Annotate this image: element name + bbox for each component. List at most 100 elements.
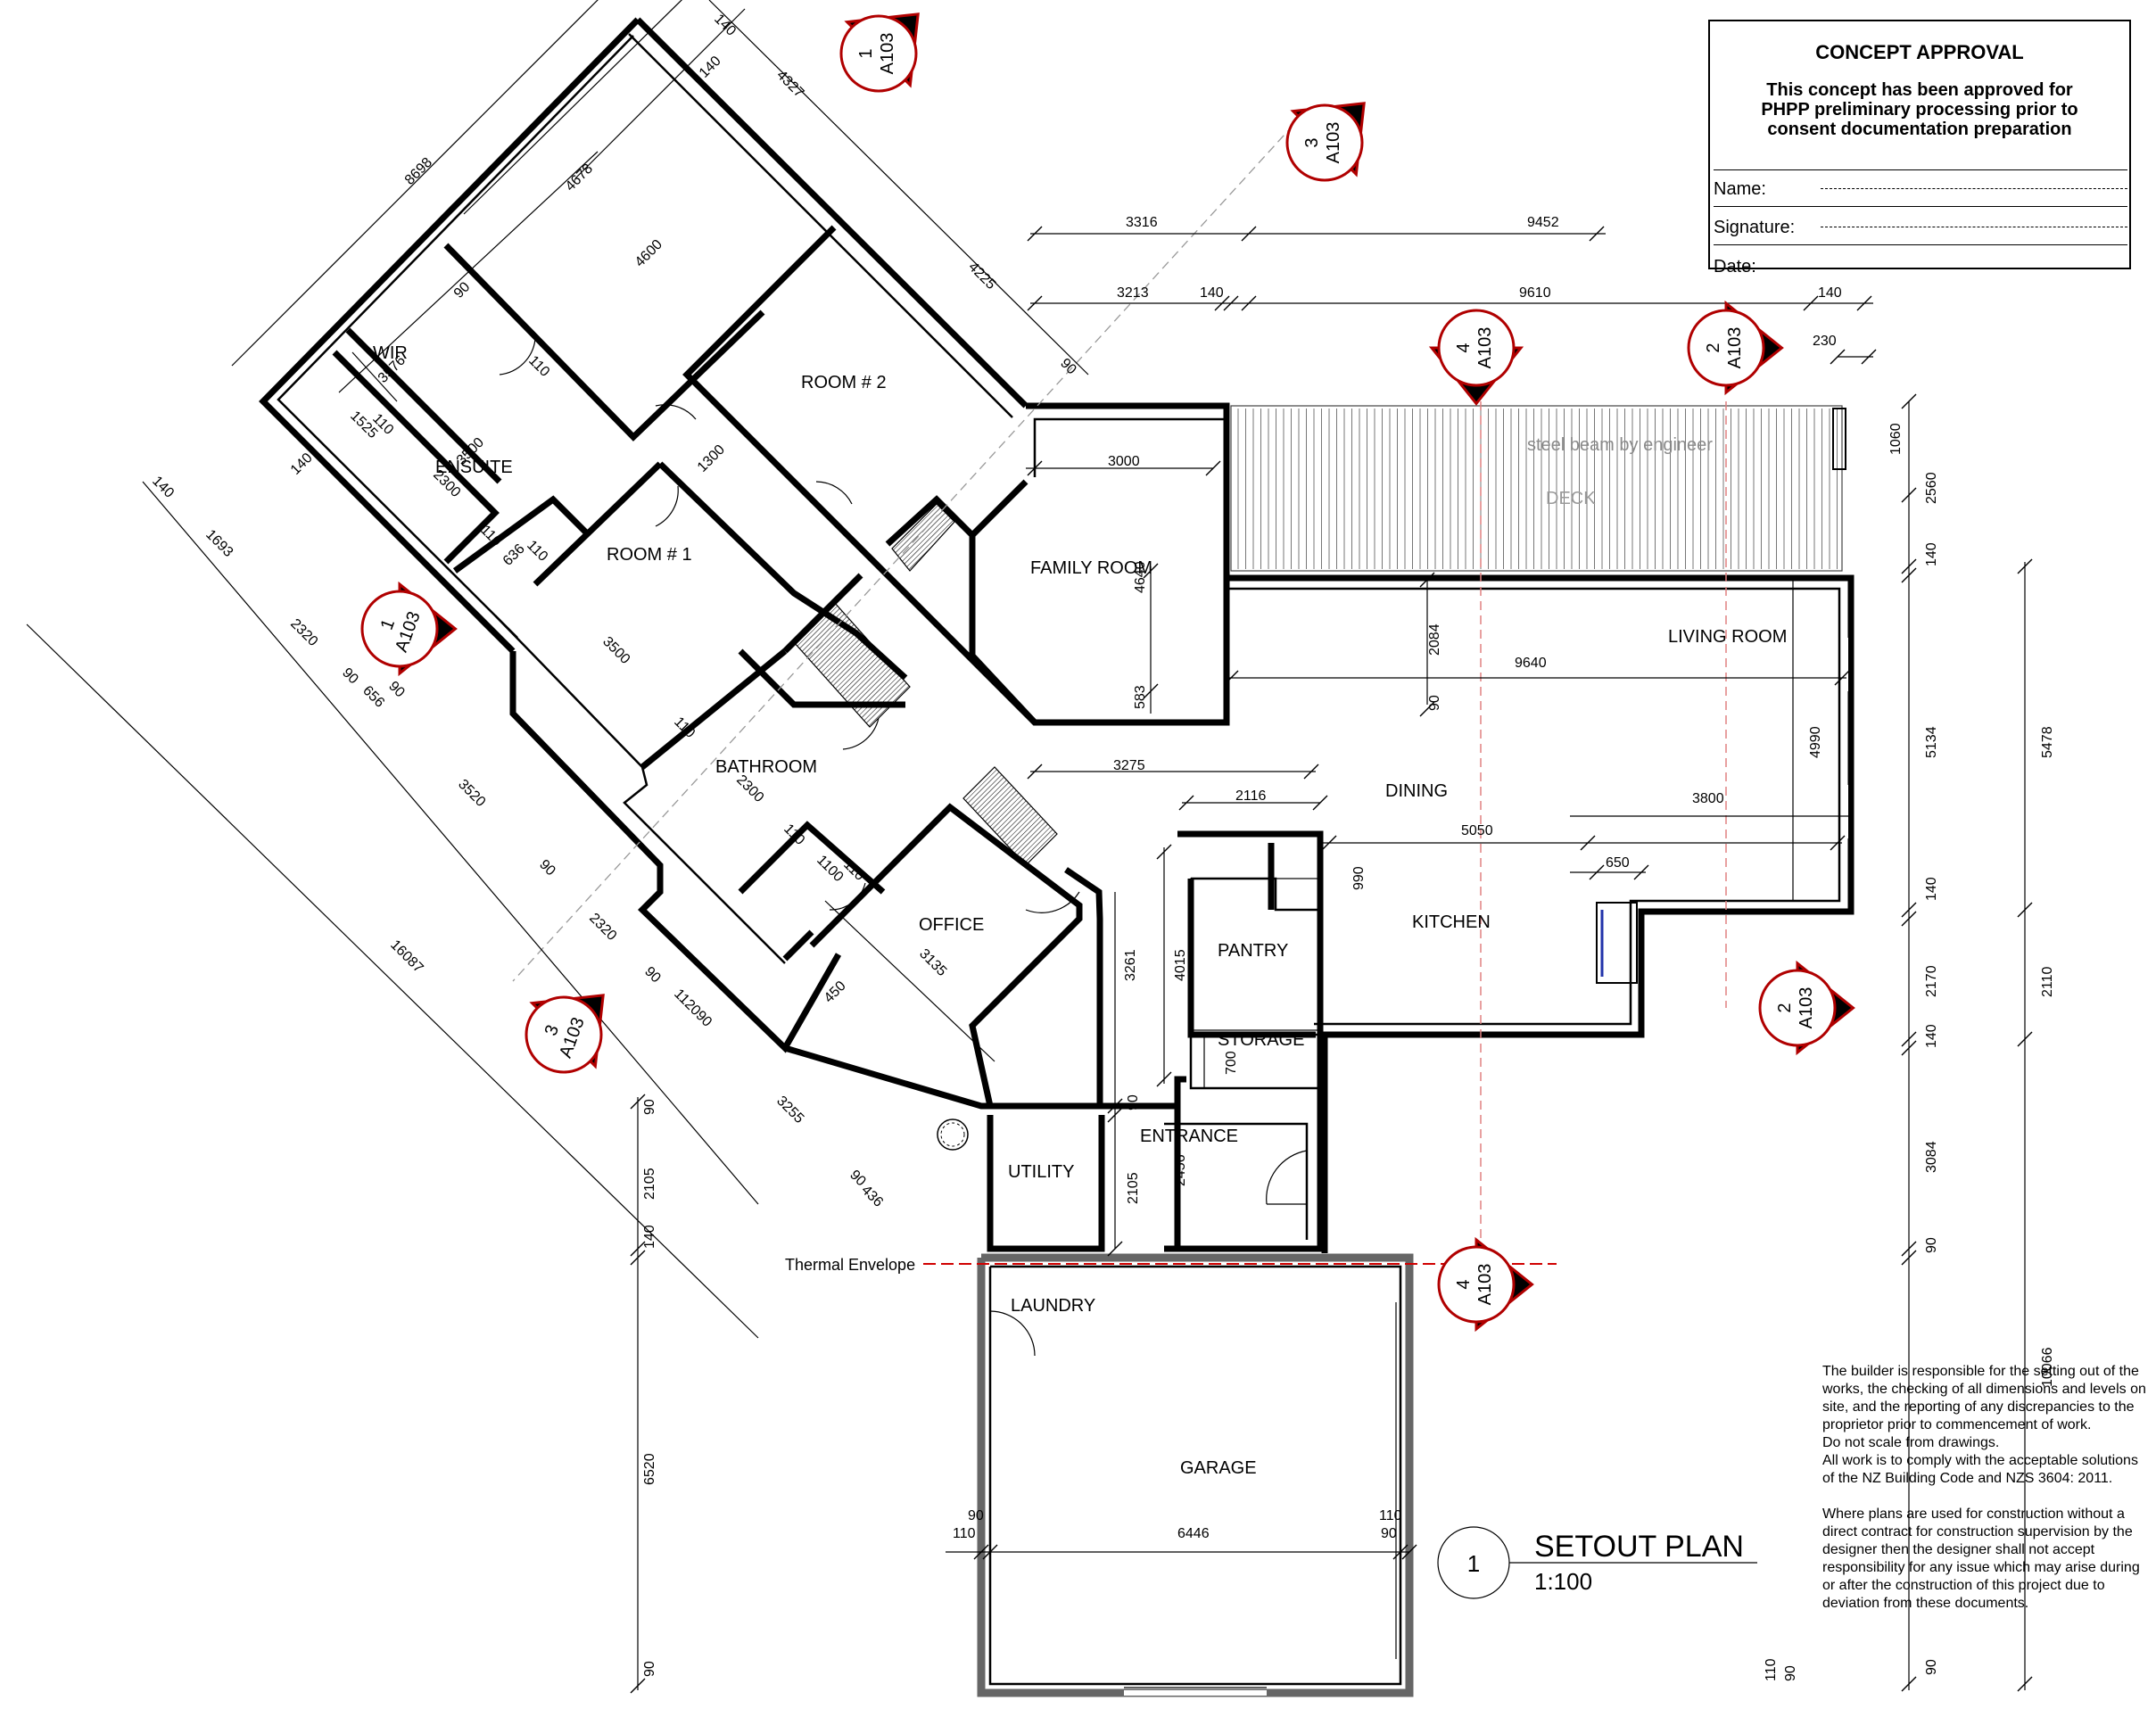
dim-140: 140	[1818, 285, 1842, 301]
drawing-title: SETOUT PLAN	[1534, 1530, 1744, 1564]
room-label-ensuite: ENSUITE	[435, 458, 513, 477]
room-label-wir: WIR	[373, 343, 408, 363]
approval-name-field[interactable]	[1821, 188, 2127, 189]
thermal-envelope-label: Thermal Envelope	[785, 1256, 915, 1274]
dim-90: 90	[1924, 1659, 1939, 1675]
dim-1300: 1300	[695, 442, 728, 475]
dim-583: 583	[1133, 685, 1148, 709]
dim-140: 140	[1924, 542, 1939, 566]
approval-line-1: This concept has been approved for	[1766, 80, 2073, 100]
note-do-not-scale: Do not scale from drawings.	[1822, 1435, 2000, 1450]
dim-4327: 4327	[773, 68, 806, 101]
dim-110: 110	[525, 353, 552, 380]
drawing-title-block: 1 SETOUT PLAN 1:100	[1437, 1526, 1757, 1599]
dim-140: 140	[697, 54, 724, 81]
dim-10066: 10066	[2040, 1347, 2055, 1387]
dim-230: 230	[1813, 334, 1837, 349]
dim-140: 140	[149, 474, 177, 501]
dim-3800: 3800	[1692, 791, 1724, 806]
dim-2170: 2170	[1924, 965, 1939, 997]
dim-3213: 3213	[1117, 285, 1149, 301]
dim-90: 90	[642, 1661, 657, 1677]
dim-2105: 2105	[642, 1168, 657, 1200]
note-responsibility: Where plans are used for construction wi…	[1822, 1507, 2140, 1611]
room-label-office: OFFICE	[919, 915, 984, 935]
room-label-kitchen: KITCHEN	[1412, 912, 1491, 932]
dim-436: 436	[858, 1183, 886, 1210]
approval-body: This concept has been approved for PHPP …	[1710, 80, 2129, 139]
dim-110: 110	[1764, 1658, 1779, 1681]
dim-90: 90	[536, 857, 558, 879]
room-labels: WIR ENSUITE ROOM # 1 ROOM # 2 FAMILY ROO…	[373, 343, 1787, 1478]
dim-140: 140	[1924, 1024, 1939, 1048]
dim-9452: 9452	[1527, 215, 1559, 230]
approval-date-row: Date:	[1714, 248, 2127, 284]
dim-140: 140	[288, 450, 316, 478]
steel-beam-note: steel beam by engineer	[1527, 435, 1713, 455]
approval-signature-row: Signature:	[1714, 209, 2127, 245]
dim-4678: 4678	[563, 161, 596, 194]
dim-2110: 2110	[2040, 966, 2055, 997]
dim-6446: 6446	[1177, 1526, 1210, 1541]
dimension-lines	[26, 0, 2026, 1690]
room-label-living: LIVING ROOM	[1668, 627, 1787, 647]
dim-2105: 2105	[1126, 1172, 1141, 1204]
dim-9610: 9610	[1519, 285, 1551, 301]
room-label-laundry: LAUNDRY	[1011, 1296, 1095, 1316]
dim-1060: 1060	[1888, 423, 1904, 455]
room-label-bathroom: BATHROOM	[715, 757, 817, 777]
builder-notes: The builder is responsible for the setti…	[1822, 1363, 2152, 1613]
dim-3084: 3084	[1924, 1141, 1939, 1173]
dim-3261: 3261	[1123, 949, 1138, 981]
dim-700: 700	[1224, 1051, 1239, 1075]
dim-140: 140	[1924, 877, 1939, 901]
dim-650: 650	[1606, 855, 1630, 871]
room-label-entrance: ENTRANCE	[1140, 1127, 1238, 1146]
dim-2116: 2116	[1235, 788, 1267, 804]
room-label-storage: STORAGE	[1218, 1030, 1304, 1050]
section-marker: 3A103	[525, 994, 605, 1074]
room-label-dining: DINING	[1385, 781, 1448, 801]
room-label-room2: ROOM # 2	[801, 373, 887, 392]
dim-90: 90	[1057, 356, 1079, 378]
dim-3316: 3316	[1126, 215, 1158, 230]
dim-16087: 16087	[387, 937, 426, 977]
room-label-utility: UTILITY	[1008, 1162, 1074, 1182]
drawing-number: 1	[1467, 1550, 1480, 1577]
dim-90: 90	[1924, 1237, 1939, 1253]
dim-90: 90	[385, 679, 408, 701]
dim-5134: 5134	[1924, 726, 1939, 758]
dim-1693: 1693	[202, 527, 235, 560]
dim-3255: 3255	[773, 1094, 806, 1127]
section-marker: 1A103	[360, 581, 458, 677]
dim-4990: 4990	[1808, 726, 1823, 758]
dim-990: 990	[1351, 866, 1367, 890]
dim-2560: 2560	[1924, 472, 1939, 504]
dim-5050: 5050	[1461, 823, 1493, 838]
dim-140: 140	[711, 12, 739, 39]
deck	[1230, 405, 1846, 572]
approval-name-label: Name:	[1714, 179, 1766, 199]
dim-90: 90	[1381, 1526, 1397, 1541]
approval-title: CONCEPT APPROVAL	[1815, 41, 2024, 63]
garage-walls	[977, 1253, 1414, 1697]
room-label-pantry: PANTRY	[1218, 941, 1288, 961]
dim-5478: 5478	[2040, 726, 2055, 758]
entrance-walls	[987, 867, 1324, 1252]
dim-112090: 112090	[671, 986, 715, 1030]
room-label-deck: DECK	[1546, 489, 1596, 508]
dim-2320: 2320	[586, 911, 619, 944]
dim-140: 140	[1200, 285, 1224, 301]
dim-90: 90	[451, 279, 474, 301]
